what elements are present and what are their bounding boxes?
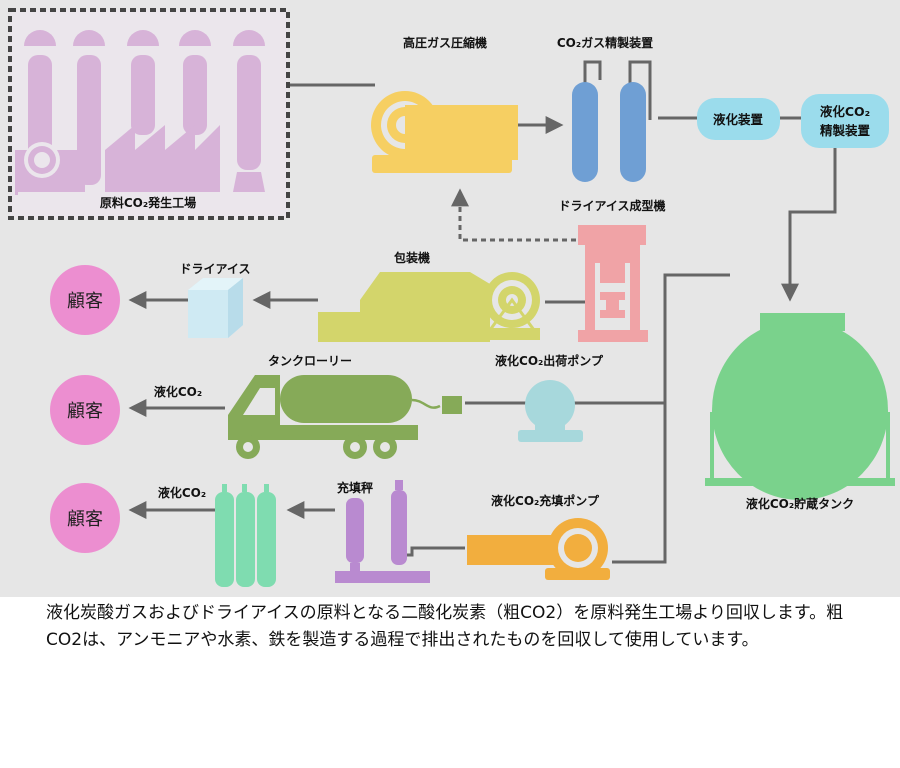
co2-process-diagram: 原料CO₂発生工場 高圧ガス圧縮機 CO₂ガス精製装置 液化装置 液化CO₂ 精…	[0, 0, 900, 597]
liquid-co2-label-2: 液化CO₂	[158, 485, 206, 500]
pipe-refiner-to-tank	[781, 148, 837, 302]
packing-machine-illustration	[318, 272, 540, 342]
refiner-label-line2: 精製装置	[820, 123, 871, 138]
pipe-filling-pump-to-scale	[405, 546, 465, 557]
caption-text: 液化炭酸ガスおよびドライアイスの原料となる二酸化炭素（粗CO2）を原料発生工場よ…	[46, 603, 844, 650]
factory-label: 原料CO₂発生工場	[100, 195, 196, 210]
dryice-label: ドライアイス	[179, 262, 250, 276]
customer-1-label: 顧客	[67, 291, 103, 312]
purifier-label: CO₂ガス精製装置	[557, 35, 653, 50]
liquefier-label: 液化装置	[713, 112, 764, 127]
packing-label: 包装機	[393, 250, 430, 265]
refiner-box	[801, 94, 889, 148]
filling-scale-label: 充填秤	[337, 480, 373, 495]
filling-pump-label: 液化CO₂充填ポンプ	[491, 493, 600, 508]
liquid-co2-label-1: 液化CO₂	[154, 384, 202, 399]
customer-3-label: 顧客	[67, 509, 103, 530]
filling-scale-illustration	[335, 480, 430, 583]
tanklorry-illustration	[228, 375, 462, 459]
customer-3: 顧客	[50, 483, 120, 553]
dryice-press-illustration	[578, 225, 648, 342]
liquefier-box	[697, 98, 780, 140]
filling-pump-illustration	[467, 518, 610, 580]
pipe-tank-to-press	[612, 273, 730, 564]
tanklorry-label: タンクローリー	[268, 354, 352, 368]
customer-2-label: 顧客	[67, 401, 103, 422]
compressor-illustration	[371, 91, 518, 173]
cylinders-illustration	[215, 484, 276, 587]
customer-2: 顧客	[50, 375, 120, 445]
purifier-illustration	[572, 60, 652, 182]
dryice-block-illustration	[188, 278, 243, 338]
compressor-label: 高圧ガス圧縮機	[403, 35, 487, 50]
dryice-machine-label: ドライアイス成型機	[558, 198, 665, 213]
storage-tank-label: 液化CO₂貯蔵タンク	[746, 496, 854, 511]
shipping-pump-label: 液化CO₂出荷ポンプ	[495, 353, 604, 368]
refiner-label-line1: 液化CO₂	[820, 104, 870, 119]
customer-1: 顧客	[50, 265, 120, 335]
shipping-pump-illustration	[518, 380, 583, 442]
pipe-press-return-dashed	[451, 188, 585, 242]
storage-tank-illustration	[705, 313, 895, 500]
factory-illustration: 原料CO₂発生工場	[8, 8, 290, 220]
flow-lines	[128, 83, 837, 564]
